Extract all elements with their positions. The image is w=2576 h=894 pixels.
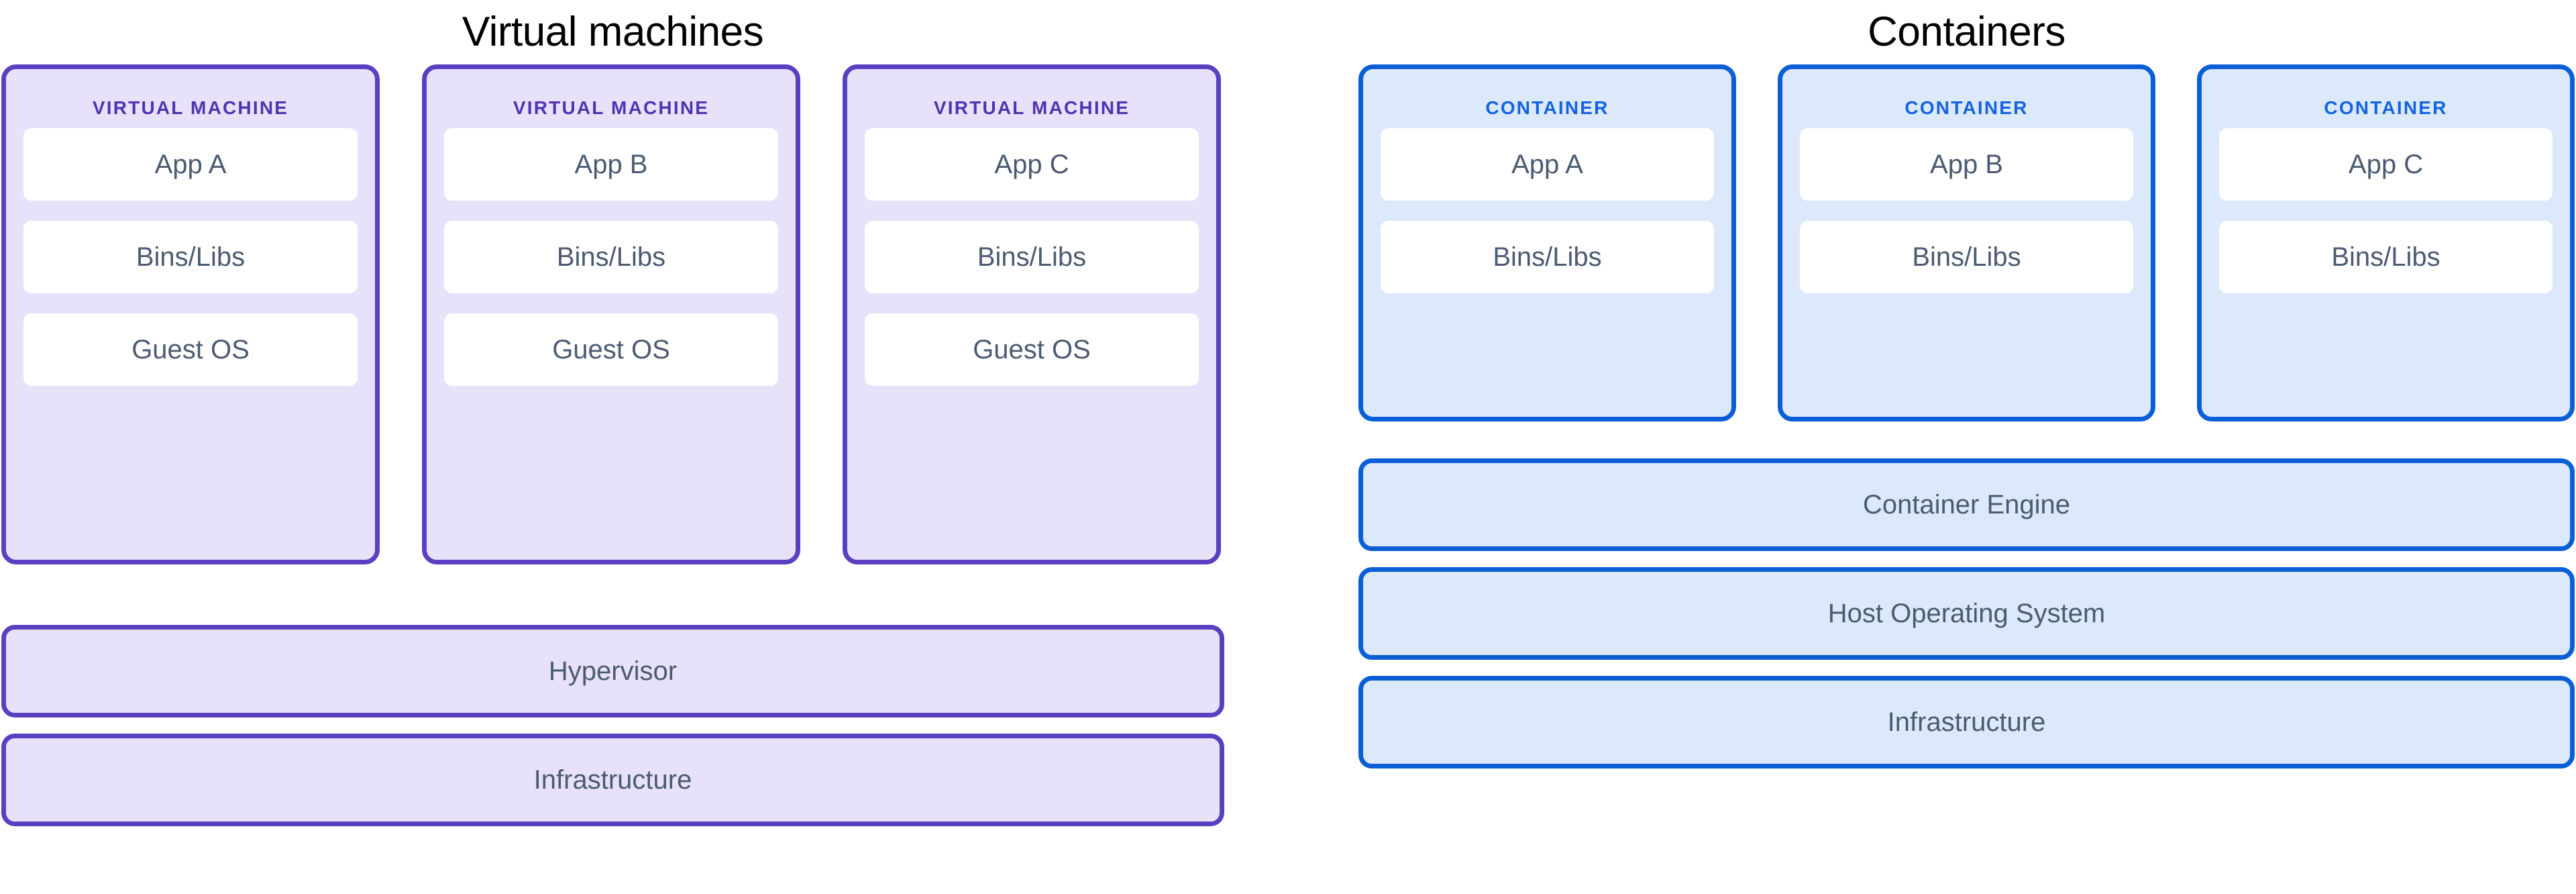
vm-layer-app: App A bbox=[23, 128, 358, 201]
vm-layer-app: App C bbox=[865, 128, 1199, 201]
virtual-machine-card-label: VIRTUAL MACHINE bbox=[933, 97, 1130, 118]
container-card-label: CONTAINER bbox=[1485, 97, 1609, 118]
spacer bbox=[1358, 421, 2576, 458]
container-card-label: CONTAINER bbox=[2324, 97, 2448, 118]
spacer bbox=[1358, 551, 2576, 567]
spacer bbox=[1358, 660, 2576, 676]
virtual-machine-card-2: VIRTUAL MACHINE App B Bins/Libs Guest OS bbox=[422, 64, 800, 564]
container-layer-bins-libs: Bins/Libs bbox=[1381, 221, 1714, 293]
vm-infrastructure-bar: Infrastructure bbox=[1, 734, 1224, 826]
virtual-machine-card-3: VIRTUAL MACHINE App C Bins/Libs Guest OS bbox=[843, 64, 1221, 564]
container-layer-app: App B bbox=[1800, 128, 2133, 201]
spacer bbox=[1, 717, 1229, 734]
vm-layer-guest-os: Guest OS bbox=[23, 313, 358, 386]
container-card-1: CONTAINER App A Bins/Libs bbox=[1358, 64, 1736, 421]
host-operating-system-bar: Host Operating System bbox=[1358, 567, 2575, 660]
vm-layer-bins-libs: Bins/Libs bbox=[23, 221, 358, 293]
container-layer-app: App A bbox=[1381, 128, 1714, 201]
container-infrastructure-bar: Infrastructure bbox=[1358, 676, 2575, 768]
virtual-machines-column: Virtual machines VIRTUAL MACHINE App A B… bbox=[1, 0, 1229, 894]
virtual-machine-card-label: VIRTUAL MACHINE bbox=[92, 97, 289, 118]
vm-layer-guest-os: Guest OS bbox=[865, 313, 1199, 386]
vm-layer-guest-os: Guest OS bbox=[444, 313, 778, 386]
vm-layer-app: App B bbox=[444, 128, 778, 201]
container-card-label: CONTAINER bbox=[1904, 97, 2029, 118]
vm-layer-bins-libs: Bins/Libs bbox=[865, 221, 1199, 293]
containers-title: Containers bbox=[1868, 9, 2065, 55]
container-engine-bar: Container Engine bbox=[1358, 458, 2575, 551]
containers-column: Containers CONTAINER App A Bins/Libs CON… bbox=[1358, 0, 2576, 894]
virtual-machine-card-1: VIRTUAL MACHINE App A Bins/Libs Guest OS bbox=[1, 64, 380, 564]
hypervisor-bar: Hypervisor bbox=[1, 625, 1224, 717]
spacer bbox=[1, 564, 1229, 625]
container-cards-row: CONTAINER App A Bins/Libs CONTAINER App … bbox=[1358, 64, 2576, 421]
virtual-machines-title: Virtual machines bbox=[462, 9, 764, 55]
container-card-2: CONTAINER App B Bins/Libs bbox=[1778, 64, 2155, 421]
container-layer-bins-libs: Bins/Libs bbox=[1800, 221, 2133, 293]
vm-layer-bins-libs: Bins/Libs bbox=[444, 221, 778, 293]
container-card-3: CONTAINER App C Bins/Libs bbox=[2197, 64, 2575, 421]
container-layer-bins-libs: Bins/Libs bbox=[2219, 221, 2553, 293]
virtual-machine-card-label: VIRTUAL MACHINE bbox=[513, 97, 710, 118]
container-layer-app: App C bbox=[2219, 128, 2553, 201]
virtual-machine-cards-row: VIRTUAL MACHINE App A Bins/Libs Guest OS… bbox=[1, 64, 1229, 564]
